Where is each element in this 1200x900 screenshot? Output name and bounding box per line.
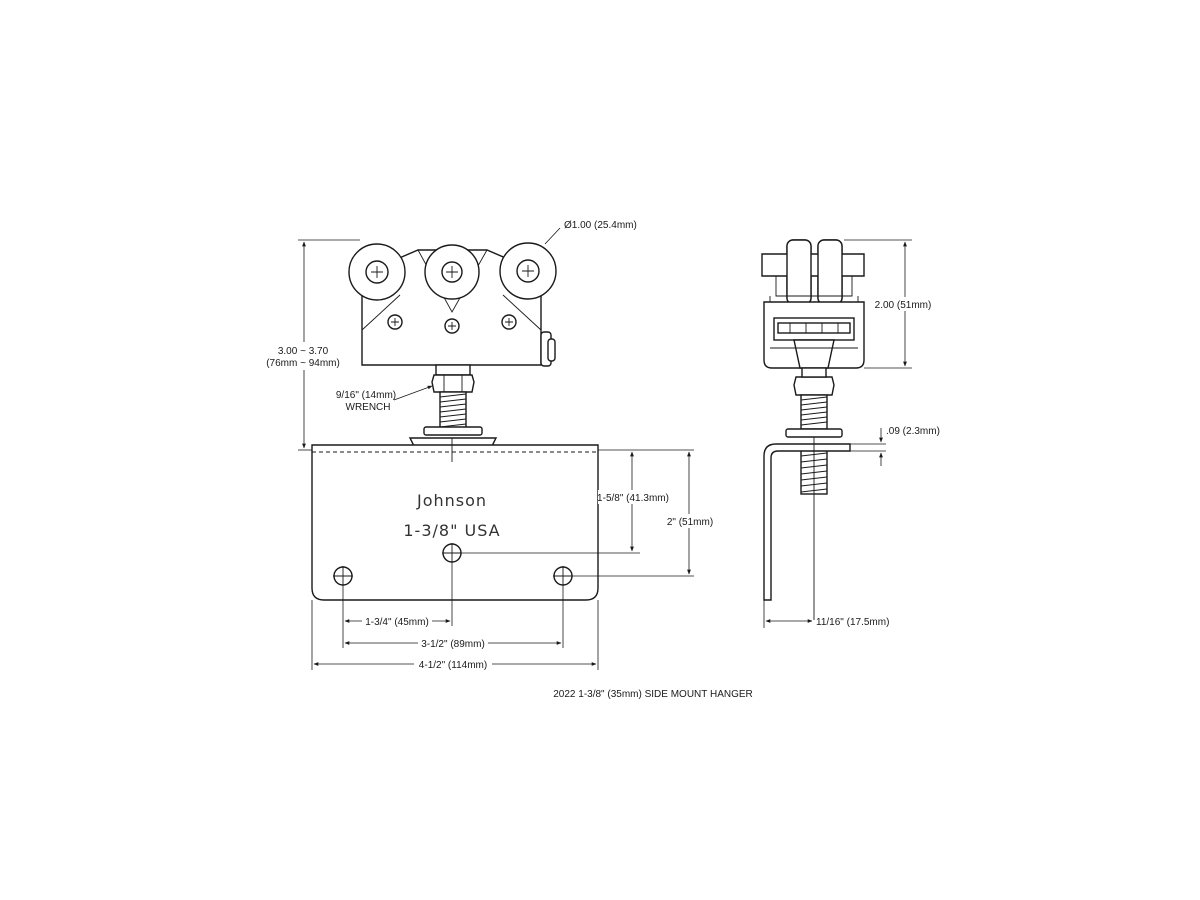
dim-wrench-size: 9/16" (14mm) [336,390,396,401]
dim-height-mm: (76mm ~ 94mm) [266,358,340,369]
mounting-holes [333,543,573,586]
side-dimensions: 2.00 (51mm) .09 (2.3mm) 11/16" (17.5mm) [763,239,942,628]
right-wheel [499,242,557,300]
dim-plate-height: 2" (51mm) [667,517,713,528]
body-screws [387,314,517,334]
side-view [761,239,865,620]
dim-center-hole: 1-5/8" (41.3mm) [597,493,669,504]
stamp-size: 1-3/8" USA [403,521,500,540]
side-carrier [763,301,865,369]
washer [408,426,498,447]
hex-nut [431,364,475,393]
mounting-plate [311,438,599,601]
drawing-caption: 2022 1-3/8" (35mm) SIDE MOUNT HANGER [553,689,753,700]
front-view: Johnson 1-3/8" USA [311,242,599,601]
dim-hole-offset: 1-3/4" (45mm) [365,617,429,628]
dim-side-height: 2.00 (51mm) [875,300,932,311]
side-pin [540,331,556,367]
dim-side-thickness: .09 (2.3mm) [886,426,940,437]
dim-wheel-diameter: Ø1.00 (25.4mm) [564,220,637,231]
stamp-brand: Johnson [416,491,487,510]
dim-hole-spacing: 3-1/2" (89mm) [421,639,485,650]
side-stud [785,367,843,495]
center-wheel [424,244,480,300]
threaded-stud [439,391,467,429]
dim-height-in: 3.00 ~ 3.70 [278,346,329,357]
dim-side-offset: 11/16" (17.5mm) [816,617,889,628]
dim-plate-width: 4-1/2" (114mm) [419,660,487,671]
left-wheel [348,243,406,301]
front-dimensions: 3.00 ~ 3.70 (76mm ~ 94mm) Ø1.00 (25.4mm)… [266,220,719,671]
dim-wrench-label: WRENCH [346,402,391,413]
